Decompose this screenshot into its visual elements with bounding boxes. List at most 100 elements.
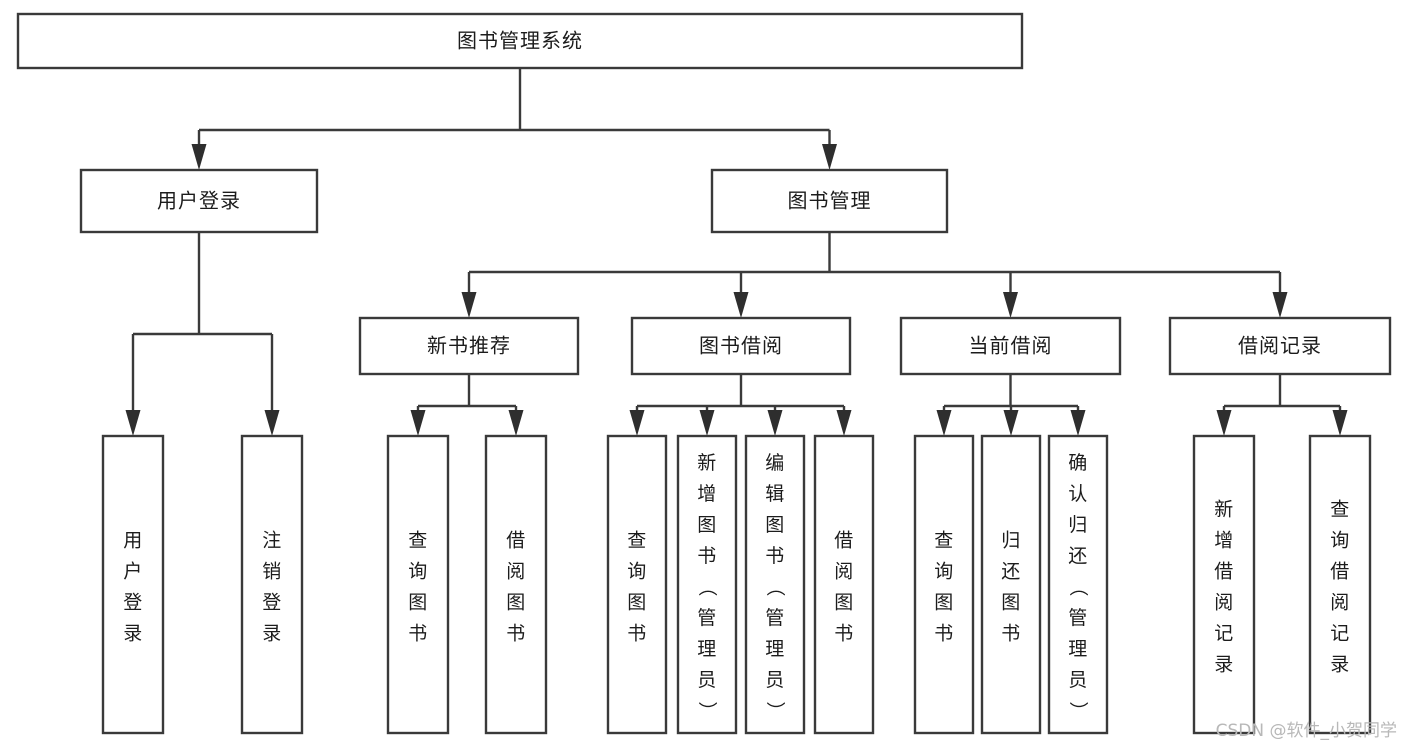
node-bookmgmt[interactable]: 图书管理 bbox=[710, 168, 949, 234]
node-label-char: 书 bbox=[506, 623, 526, 645]
node-label-char: 登 bbox=[123, 592, 143, 614]
node-label: 用户登录 bbox=[157, 189, 241, 213]
connector-arrowhead-icon bbox=[1003, 292, 1018, 318]
node-label-char: 图 bbox=[697, 514, 717, 536]
connector-group bbox=[1216, 374, 1348, 436]
node-label-char: 书 bbox=[934, 623, 954, 645]
node-label-char: 记 bbox=[1214, 623, 1234, 645]
connector-group bbox=[191, 68, 837, 170]
connector-arrowhead-icon bbox=[836, 410, 852, 436]
connector-group bbox=[629, 374, 852, 436]
node-borrow[interactable]: 图书借阅 bbox=[630, 316, 852, 376]
node-label-char: 录 bbox=[262, 623, 282, 645]
connector-arrowhead-icon bbox=[1272, 292, 1288, 318]
node-label-char: 销 bbox=[262, 561, 282, 583]
node-box[interactable] bbox=[744, 434, 806, 735]
node-label: 借阅记录 bbox=[1238, 334, 1322, 358]
node-login[interactable]: 用户登录 bbox=[79, 168, 319, 234]
node-label-char: 图 bbox=[627, 592, 647, 614]
node-label-char: 理 bbox=[765, 638, 785, 660]
node-label-char: 书 bbox=[1001, 623, 1021, 645]
node-box[interactable] bbox=[101, 434, 165, 735]
node-box[interactable] bbox=[358, 316, 580, 376]
node-label-char: 阅 bbox=[834, 561, 854, 583]
node-label-char: 图 bbox=[506, 592, 526, 614]
connector-arrowhead-icon bbox=[699, 410, 715, 436]
node-root[interactable]: 图书管理系统 bbox=[16, 12, 1024, 70]
node-box[interactable] bbox=[676, 434, 738, 735]
node-label-char: 辑 bbox=[765, 483, 785, 505]
node-current[interactable]: 当前借阅 bbox=[899, 316, 1122, 376]
node-box[interactable] bbox=[16, 12, 1024, 70]
connector-arrowhead-icon bbox=[461, 292, 477, 318]
node-label-char: 户 bbox=[123, 561, 143, 583]
node-box[interactable] bbox=[630, 316, 852, 376]
node-label-char: 书 bbox=[408, 623, 428, 645]
node-box[interactable] bbox=[913, 434, 975, 735]
node-records[interactable]: 借阅记录 bbox=[1168, 316, 1392, 376]
node-label-char: 归 bbox=[1001, 530, 1021, 552]
node-label-char: 增 bbox=[697, 483, 717, 505]
node-box[interactable] bbox=[1047, 434, 1109, 735]
node-box[interactable] bbox=[79, 168, 319, 234]
node-label-char: 询 bbox=[408, 561, 428, 583]
node-box[interactable] bbox=[240, 434, 304, 735]
node-box[interactable] bbox=[1192, 434, 1256, 735]
node-label-char: 还 bbox=[1068, 545, 1088, 567]
connector-arrowhead-icon bbox=[508, 410, 524, 436]
edges-layer bbox=[125, 68, 1348, 436]
node-label-char: 书 bbox=[834, 623, 854, 645]
node-label-char: 理 bbox=[697, 638, 717, 660]
node-label-char: 图 bbox=[765, 514, 785, 536]
node-box[interactable] bbox=[606, 434, 668, 735]
node-box[interactable] bbox=[899, 316, 1122, 376]
node-label: 新书推荐 bbox=[427, 334, 511, 358]
connector-arrowhead-icon bbox=[733, 292, 749, 318]
node-box[interactable] bbox=[484, 434, 548, 735]
node-label-char: 书 bbox=[697, 545, 717, 567]
connector-arrowhead-icon bbox=[629, 410, 645, 436]
node-label-char: 编 bbox=[765, 452, 785, 474]
node-label-char: 询 bbox=[934, 561, 954, 583]
connector-arrowhead-icon bbox=[264, 410, 280, 436]
connector-group bbox=[410, 374, 524, 436]
node-label-char: （ bbox=[764, 577, 786, 597]
node-label-char: 新 bbox=[1214, 499, 1234, 521]
node-newbook[interactable]: 新书推荐 bbox=[358, 316, 580, 376]
node-label-char: 员 bbox=[765, 669, 785, 691]
node-label-char: 用 bbox=[123, 530, 143, 552]
node-label-char: 还 bbox=[1001, 561, 1021, 583]
node-box[interactable] bbox=[813, 434, 875, 735]
node-label: 图书借阅 bbox=[699, 334, 783, 358]
node-label-char: ） bbox=[696, 701, 718, 721]
node-box[interactable] bbox=[1308, 434, 1372, 735]
node-label-char: 查 bbox=[1330, 499, 1350, 521]
node-label-char: 登 bbox=[262, 592, 282, 614]
node-label-char: 增 bbox=[1214, 530, 1234, 552]
node-label-char: 查 bbox=[627, 530, 647, 552]
node-label-char: 阅 bbox=[1214, 592, 1234, 614]
node-box[interactable] bbox=[1168, 316, 1392, 376]
node-label-char: 员 bbox=[1068, 669, 1088, 691]
node-label-char: （ bbox=[1067, 577, 1089, 597]
node-box[interactable] bbox=[386, 434, 450, 735]
node-label-char: 录 bbox=[1214, 654, 1234, 676]
connector-arrowhead-icon bbox=[1216, 410, 1232, 436]
node-label-char: 确 bbox=[1068, 452, 1088, 474]
node-box[interactable] bbox=[980, 434, 1042, 735]
node-leaf-user-login[interactable]: 用户登录 bbox=[101, 434, 165, 735]
node-box[interactable] bbox=[710, 168, 949, 234]
node-label: 图书管理 bbox=[788, 189, 872, 213]
